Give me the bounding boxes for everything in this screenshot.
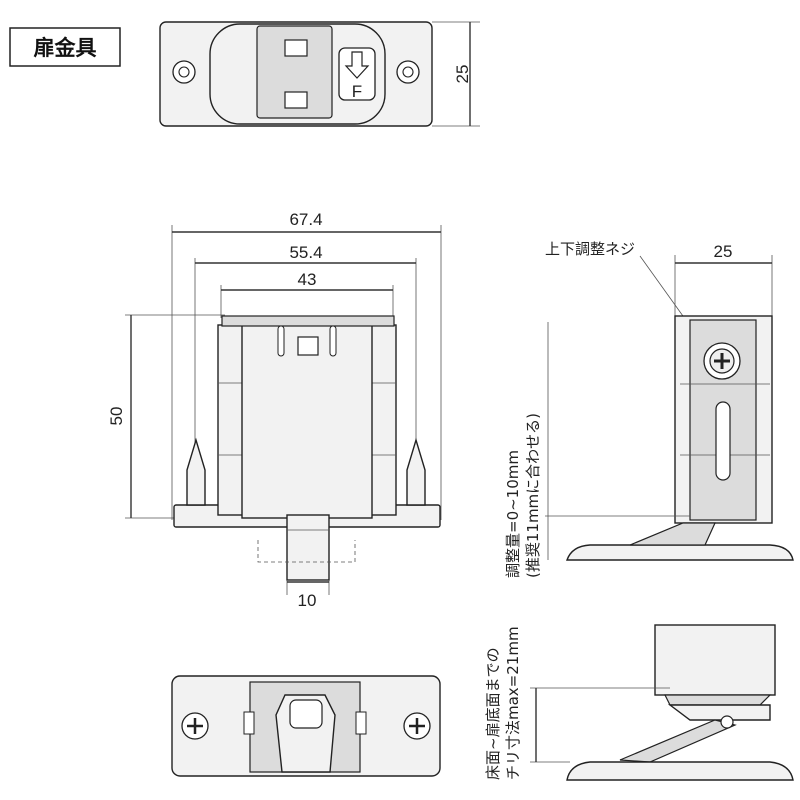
direction-mark-letter: F xyxy=(352,82,362,101)
screw-hole-right xyxy=(396,60,420,84)
front-bottom-width-dim: 10 xyxy=(298,591,317,610)
screw-hole-left xyxy=(172,60,196,84)
screw-label: 上下調整ネジ xyxy=(545,240,635,258)
front-mid-width-dim: 55.4 xyxy=(289,243,322,262)
adjust-amount-line1: 調整量=0~10mm xyxy=(504,450,522,578)
side-view: 上下調整ネジ 25 調整量=0~10mm (推奨11mmに合わせる) xyxy=(504,240,794,578)
gap-view: 床面~扉底面までの チリ寸法max=21mm xyxy=(484,624,794,781)
gap-line2: チリ寸法max=21mm xyxy=(504,626,522,780)
page-title: 扉金具 xyxy=(34,36,97,60)
bottom-view xyxy=(171,675,441,777)
adjust-amount-line2: (推奨11mmに合わせる) xyxy=(524,413,542,578)
front-inner-width-dim: 43 xyxy=(298,270,317,289)
front-height-dim: 50 xyxy=(107,407,126,426)
screw-icon xyxy=(703,342,741,380)
screw-icon xyxy=(403,712,431,740)
gap-line1: 床面~扉底面までの xyxy=(484,647,502,780)
top-view: F 25 xyxy=(159,21,480,127)
title-box: 扉金具 xyxy=(9,27,121,67)
side-width-dim: 25 xyxy=(714,242,733,261)
front-view: 67.4 55.4 43 50 xyxy=(107,210,442,610)
top-height-dim: 25 xyxy=(453,65,472,84)
arrow-down-icon xyxy=(344,51,370,79)
front-outer-width-dim: 67.4 xyxy=(289,210,322,229)
screw-icon xyxy=(181,712,209,740)
